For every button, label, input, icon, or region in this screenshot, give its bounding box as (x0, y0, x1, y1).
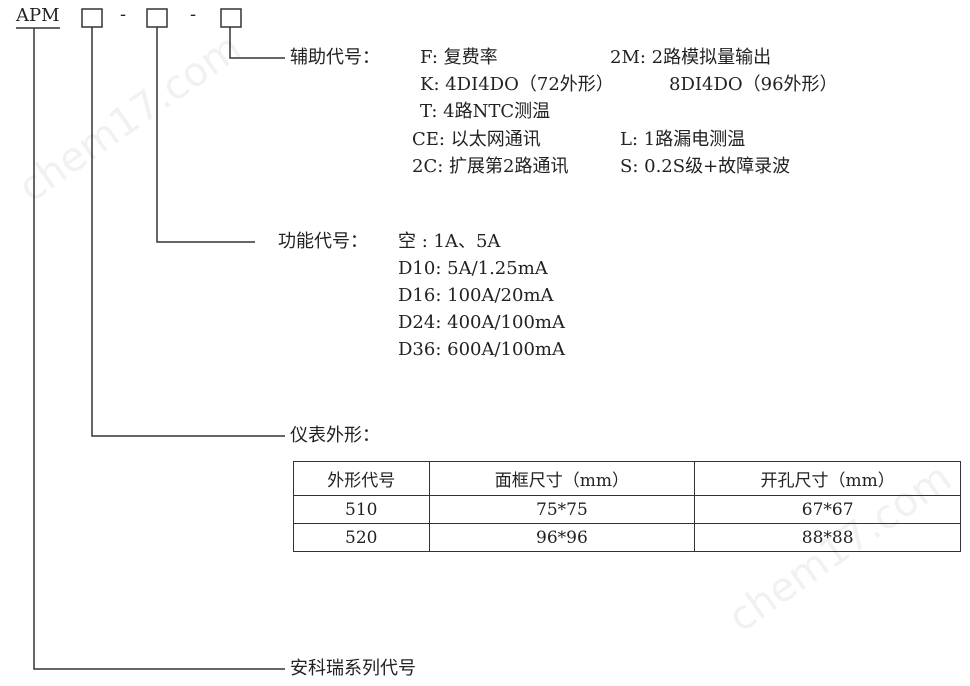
aux-row-4-left: CE: 以太网通讯 (412, 129, 541, 150)
aux-row-2-left: K: 4DI4DO（72外形） (420, 74, 614, 95)
table-header-cell: 外形代号 (293, 461, 430, 496)
table-header-cell: 开孔尺寸（mm） (694, 461, 961, 496)
aux-row-1-right: 2M: 2路模拟量输出 (610, 47, 772, 68)
aux-row-4-right: L: 1路漏电测温 (620, 129, 746, 150)
separator-1: - (120, 4, 127, 25)
aux-row-5-left: 2C: 扩展第2路通讯 (412, 156, 569, 177)
aux-title: 辅助代号： (290, 47, 380, 68)
box-shape (81, 8, 103, 28)
table-header-cell: 面框尺寸（mm） (428, 461, 696, 496)
model-prefix: APM (16, 5, 60, 26)
shape-title: 仪表外形： (290, 425, 380, 446)
func-title: 功能代号： (278, 231, 368, 252)
aux-row-2-right: 8DI4DO（96外形） (669, 74, 838, 95)
func-row-5: D36: 600A/100mA (398, 339, 565, 360)
table-cell: 96*96 (428, 523, 696, 552)
func-connector (156, 27, 255, 243)
aux-connector (229, 27, 285, 59)
table-cell: 510 (293, 495, 430, 524)
func-row-3: D16: 100A/20mA (398, 285, 554, 306)
table-cell: 88*88 (694, 523, 961, 552)
series-connector (33, 28, 285, 670)
separator-2: - (190, 4, 197, 25)
box-aux (220, 8, 242, 28)
table-header-row: 外形代号 面框尺寸（mm） 开孔尺寸（mm） (293, 461, 961, 496)
table-cell: 67*67 (694, 495, 961, 524)
table-cell: 520 (293, 523, 430, 552)
aux-row-1-left: F: 复费率 (420, 47, 498, 68)
shape-table: 外形代号 面框尺寸（mm） 开孔尺寸（mm） 510 75*75 67*67 5… (293, 461, 961, 552)
func-row-2: D10: 5A/1.25mA (398, 258, 548, 279)
shape-connector (91, 27, 285, 437)
func-row-4: D24: 400A/100mA (398, 312, 565, 333)
table-cell: 75*75 (428, 495, 696, 524)
series-title: 安科瑞系列代号 (290, 658, 416, 679)
box-func (146, 8, 168, 28)
aux-row-3-left: T: 4路NTC测温 (420, 101, 551, 122)
func-row-1: 空 : 1A、5A (398, 231, 501, 252)
table-row: 520 96*96 88*88 (293, 523, 961, 552)
table-row: 510 75*75 67*67 (293, 495, 961, 524)
aux-row-5-right: S: 0.2S级+故障录波 (620, 156, 791, 177)
